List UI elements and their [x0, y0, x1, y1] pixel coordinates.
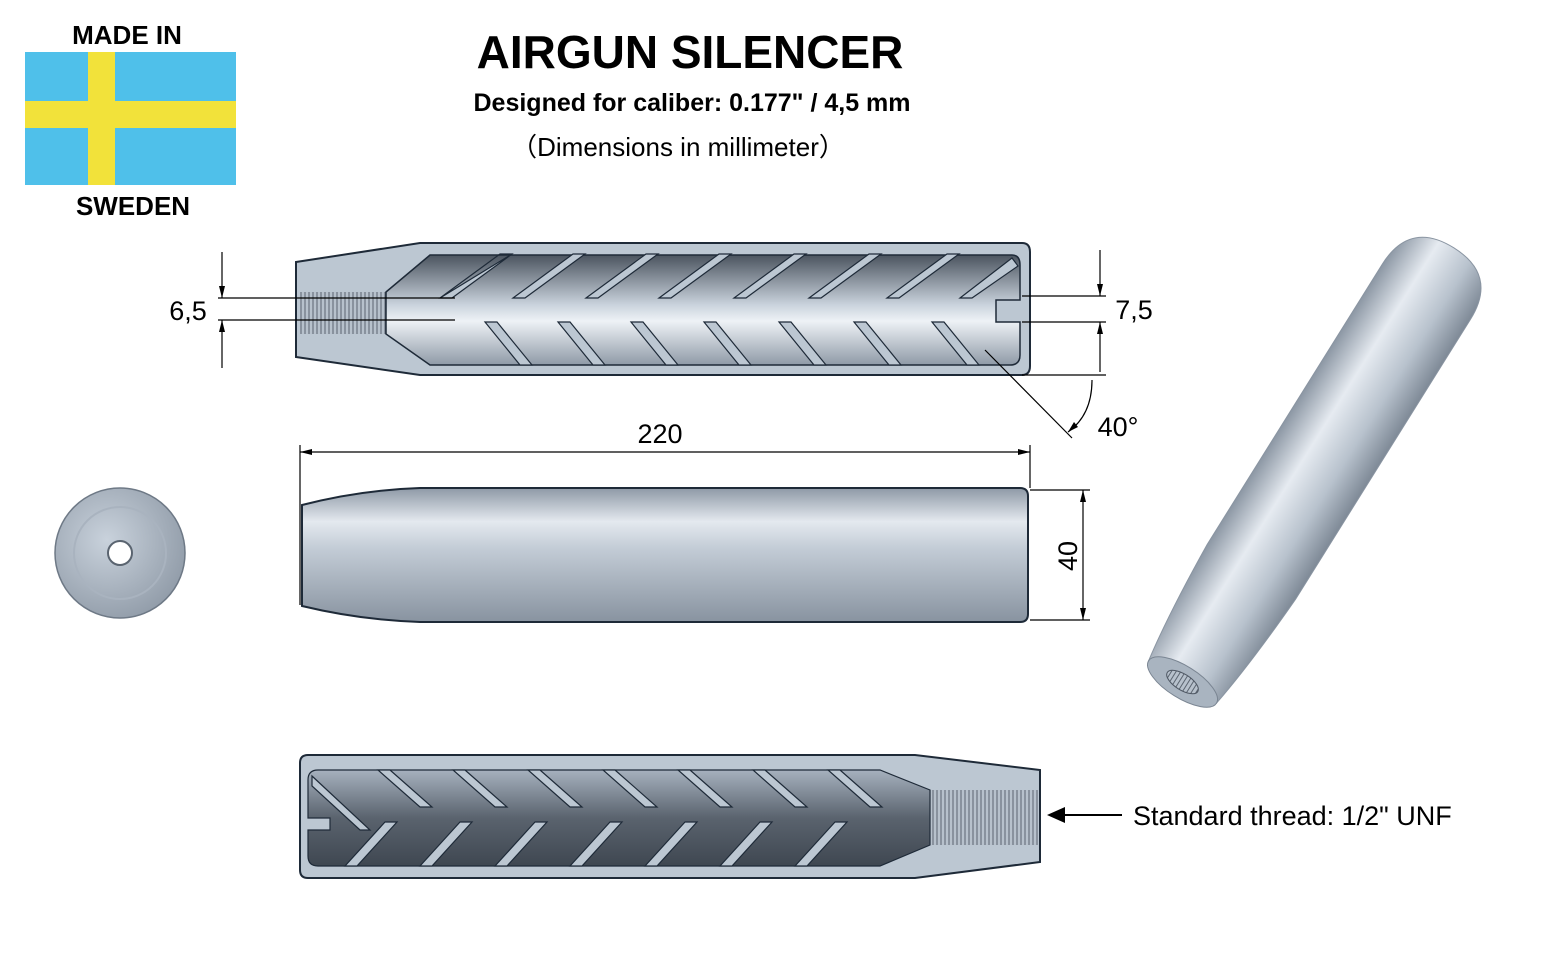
made-in-sweden-badge: MADE IN SWEDEN: [25, 20, 236, 221]
section-view-bottom: [299, 754, 1041, 879]
badge-top-text: MADE IN: [72, 20, 182, 50]
end-view: [54, 487, 186, 619]
outlet-bore-label: 7,5: [1115, 295, 1153, 325]
dimension-inlet-bore: 6,5: [169, 252, 455, 368]
dimension-baffle-angle: 40°: [984, 349, 1139, 442]
baffles: [438, 253, 1019, 366]
dimension-outlet-bore: 7,5: [1022, 250, 1153, 376]
inlet-bore-label: 6,5: [169, 296, 207, 326]
side-view: 220 40: [299, 419, 1090, 623]
diameter-label: 40: [1053, 541, 1083, 571]
badge-bottom-text: SWEDEN: [76, 191, 190, 221]
baffle-angle-label: 40°: [1098, 412, 1139, 442]
caliber-subtitle: Designed for caliber: 0.177" / 4,5 mm: [473, 89, 910, 117]
section-view-top: [295, 242, 1031, 376]
length-label: 220: [637, 419, 682, 449]
thread-callout-label: Standard thread: 1/2" UNF: [1133, 801, 1452, 831]
isometric-view: [1147, 236, 1482, 708]
page-title: AIRGUN SILENCER: [477, 26, 904, 78]
units-note: （Dimensions in millimeter）: [511, 132, 845, 162]
baffles-bottom: [311, 769, 884, 867]
thread-callout: Standard thread: 1/2" UNF: [1047, 801, 1452, 831]
sweden-flag: [25, 52, 236, 185]
